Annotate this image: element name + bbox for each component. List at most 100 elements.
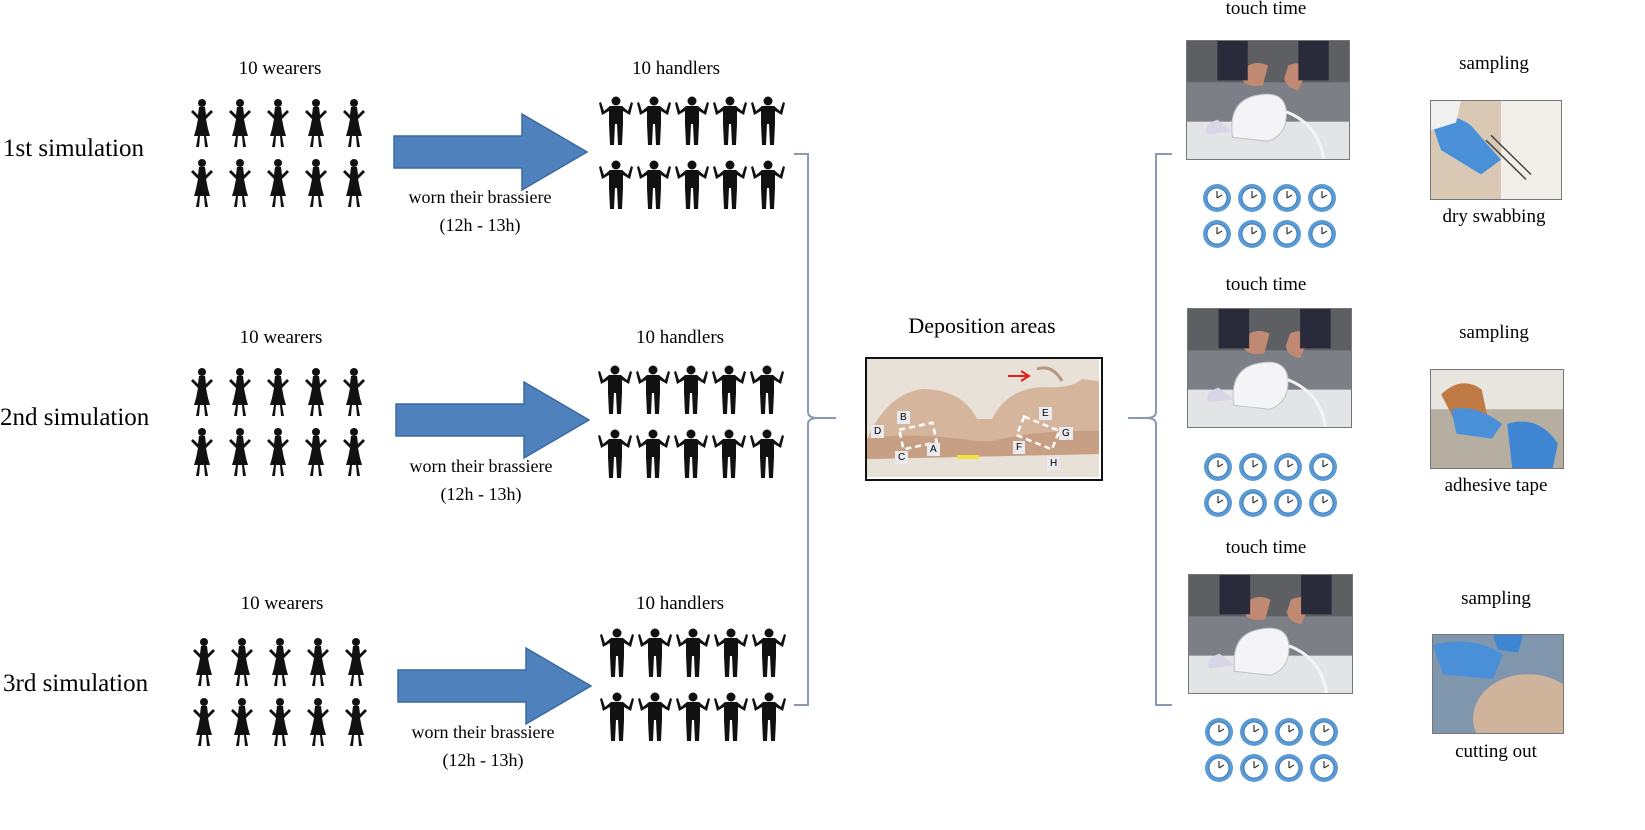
stopwatch-icon xyxy=(1238,488,1268,518)
simulation-label-3: 3rd simulation xyxy=(3,670,149,697)
stopwatch-icon xyxy=(1237,219,1267,249)
area-label-f: F xyxy=(1013,441,1026,454)
female-silhouette-icon xyxy=(298,367,334,417)
simulation-label-2: 2nd simulation xyxy=(0,404,150,431)
male-silhouette-icon xyxy=(711,365,747,415)
method-label-2: adhesive tape xyxy=(1444,475,1548,496)
red-arrow-icon xyxy=(1008,370,1031,382)
block-arrow-icon xyxy=(393,112,589,192)
deposition-markers xyxy=(897,414,1061,459)
female-silhouette-icon xyxy=(222,367,258,417)
stopwatch-grid-2 xyxy=(1203,452,1338,518)
handlers-group-2 xyxy=(597,365,785,479)
handlers-label-3: 10 handlers xyxy=(635,593,725,614)
stopwatch-icon xyxy=(1307,219,1337,249)
sampling-label-1: sampling xyxy=(1459,53,1529,74)
male-silhouette-icon xyxy=(637,628,673,678)
method-label-3: cutting out xyxy=(1455,741,1537,762)
stopwatch-icon xyxy=(1239,717,1269,747)
handlers-label-2: 10 handlers xyxy=(635,327,725,348)
female-silhouette-icon xyxy=(222,158,258,208)
arrow-caption-line2: (12h - 13h) xyxy=(440,484,522,504)
stopwatch-icon xyxy=(1203,452,1233,482)
stopwatch-icon xyxy=(1272,183,1302,213)
stopwatch-icon xyxy=(1237,183,1267,213)
male-silhouette-icon xyxy=(636,96,672,146)
arrow-caption-line1: worn their brassiere xyxy=(409,456,553,476)
arrow-caption-line2: (12h - 13h) xyxy=(439,215,521,235)
male-silhouette-icon xyxy=(751,692,787,742)
arrow-caption-line1: worn their brassiere xyxy=(411,722,555,742)
female-silhouette-icon xyxy=(300,697,336,747)
female-silhouette-icon xyxy=(336,427,372,477)
male-silhouette-icon xyxy=(598,160,634,210)
handlers-label-1: 10 handlers xyxy=(631,58,721,79)
female-silhouette-icon xyxy=(186,697,222,747)
touch-time-label-1: touch time xyxy=(1225,0,1307,19)
female-silhouette-icon xyxy=(186,637,222,687)
stopwatch-icon xyxy=(1273,452,1303,482)
male-silhouette-icon xyxy=(673,429,709,479)
male-silhouette-icon xyxy=(749,365,785,415)
block-arrow-icon xyxy=(397,646,593,726)
female-silhouette-icon xyxy=(222,98,258,148)
arrow-caption-1: worn their brassiere (12h - 13h) xyxy=(380,183,580,239)
touch-photo-1 xyxy=(1186,40,1350,160)
male-silhouette-icon xyxy=(597,429,633,479)
stopwatch-grid-1 xyxy=(1202,183,1337,249)
male-silhouette-icon xyxy=(711,429,747,479)
arrow-caption-line1: worn their brassiere xyxy=(408,187,552,207)
stopwatch-icon xyxy=(1202,219,1232,249)
stopwatch-icon xyxy=(1309,753,1339,783)
tape-image xyxy=(1431,370,1563,468)
wearers-label-2: 10 wearers xyxy=(239,327,323,348)
male-silhouette-icon xyxy=(750,96,786,146)
male-silhouette-icon xyxy=(636,160,672,210)
stopwatch-icon xyxy=(1307,183,1337,213)
male-silhouette-icon xyxy=(674,96,710,146)
area-label-h: H xyxy=(1047,457,1061,470)
wearers-label-3: 10 wearers xyxy=(240,593,324,614)
female-silhouette-icon xyxy=(260,427,296,477)
area-label-b: B xyxy=(897,411,910,424)
female-silhouette-icon xyxy=(222,427,258,477)
stopwatch-icon xyxy=(1204,753,1234,783)
female-silhouette-icon xyxy=(184,98,220,148)
male-silhouette-icon xyxy=(599,692,635,742)
stopwatch-icon xyxy=(1239,753,1269,783)
female-silhouette-icon xyxy=(224,697,260,747)
stopwatch-icon xyxy=(1238,452,1268,482)
female-silhouette-icon xyxy=(298,158,334,208)
stopwatch-icon xyxy=(1272,219,1302,249)
sampling-label-2: sampling xyxy=(1459,322,1529,343)
female-silhouette-icon xyxy=(224,637,260,687)
area-label-d: D xyxy=(871,425,885,438)
touch-photo-3 xyxy=(1188,574,1353,694)
stopwatch-icon xyxy=(1309,717,1339,747)
wearers-group-2 xyxy=(184,367,372,477)
female-silhouette-icon xyxy=(184,158,220,208)
male-silhouette-icon xyxy=(598,96,634,146)
male-silhouette-icon xyxy=(675,628,711,678)
female-silhouette-icon xyxy=(298,427,334,477)
touch-time-label-3: touch time xyxy=(1225,537,1307,558)
deposition-title: Deposition areas xyxy=(908,313,1056,338)
area-label-e: E xyxy=(1039,407,1052,420)
method-label-1: dry swabbing xyxy=(1442,206,1546,227)
male-silhouette-icon xyxy=(673,365,709,415)
sampling-photo-3 xyxy=(1432,634,1564,734)
stopwatch-grid-3 xyxy=(1204,717,1339,783)
area-label-c: C xyxy=(895,451,909,464)
male-silhouette-icon xyxy=(712,96,748,146)
touch-image xyxy=(1189,575,1352,693)
female-silhouette-icon xyxy=(262,697,298,747)
male-silhouette-icon xyxy=(751,628,787,678)
block-arrow-icon xyxy=(395,380,591,460)
deposition-photo: A B C D E F G H xyxy=(865,357,1103,481)
arrow-caption-line2: (12h - 13h) xyxy=(442,750,524,770)
swab-image xyxy=(1431,101,1561,199)
right-bracket xyxy=(794,153,836,706)
sampling-photo-1 xyxy=(1430,100,1562,200)
male-silhouette-icon xyxy=(635,429,671,479)
male-silhouette-icon xyxy=(749,429,785,479)
